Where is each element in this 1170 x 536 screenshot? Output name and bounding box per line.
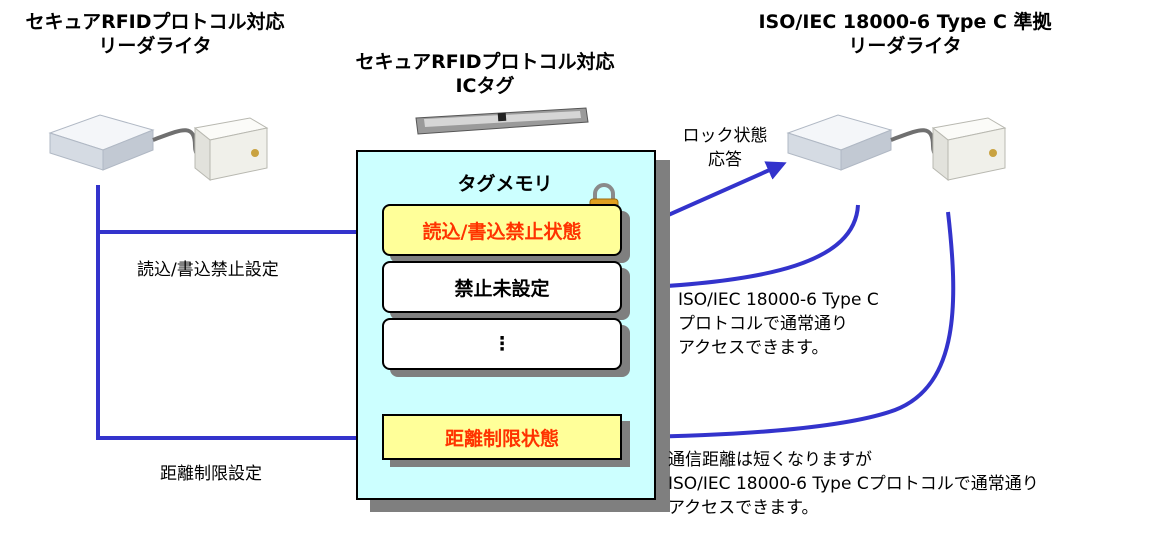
right-reader-title-line1: ISO/IEC 18000-6 Type C 準拠 (758, 11, 1052, 33)
normal-access-line2: プロトコルで通常通り (678, 314, 848, 334)
normal-access-line3: アクセスできます。 (678, 338, 829, 358)
normal-access-arrow (626, 204, 860, 298)
right-reader-writer-icon (786, 114, 1007, 182)
short-range-access-arrow (626, 211, 956, 447)
ic-tag-title-line1: セキュアRFIDプロトコル対応 (355, 51, 615, 73)
distance-setting-label: 距離制限設定 (160, 464, 262, 484)
ic-tag-title-line2: ICタグ (455, 75, 515, 97)
distance-restricted-state: 距離制限状態 (382, 414, 622, 460)
right-reader-title-line2: リーダライタ (848, 35, 962, 57)
memory-slot-locked: 読込/書込禁止状態 (382, 204, 622, 256)
left-reader-title: セキュアRFIDプロトコル対応 リーダライタ (0, 10, 310, 58)
lock-response-label: ロック状態 応答 (655, 124, 795, 172)
ic-tag-title: セキュアRFIDプロトコル対応 ICタグ (320, 50, 650, 98)
rw-lock-setting-label: 読込/書込禁止設定 (137, 260, 279, 280)
normal-access-note: ISO/IEC 18000-6 Type C プロトコルで通常通り アクセスでき… (678, 288, 879, 360)
normal-access-line1: ISO/IEC 18000-6 Type C (678, 290, 879, 310)
right-reader-title: ISO/IEC 18000-6 Type C 準拠 リーダライタ (700, 10, 1110, 58)
left-reader-writer-icon (48, 114, 269, 182)
tag-memory-label: タグメモリ (457, 173, 553, 195)
left-reader-title-line2: リーダライタ (98, 35, 212, 57)
distance-note-line2: ISO/IEC 18000-6 Type Cプロトコルで通常通り (668, 474, 1039, 494)
distance-note-line1: 通信距離は短くなりますが (668, 450, 872, 470)
distance-note-line3: アクセスできます。 (668, 498, 819, 518)
lock-response-line2: 応答 (708, 150, 742, 170)
distance-note: 通信距離は短くなりますが ISO/IEC 18000-6 Type Cプロトコル… (668, 448, 1039, 520)
ic-tag-inlay-icon (415, 107, 589, 135)
memory-slot-ellipsis: ⋮ (382, 318, 622, 370)
left-reader-title-line1: セキュアRFIDプロトコル対応 (25, 11, 285, 33)
lock-response-line1: ロック状態 (682, 126, 768, 146)
memory-slot-unset: 禁止未設定 (382, 261, 622, 313)
